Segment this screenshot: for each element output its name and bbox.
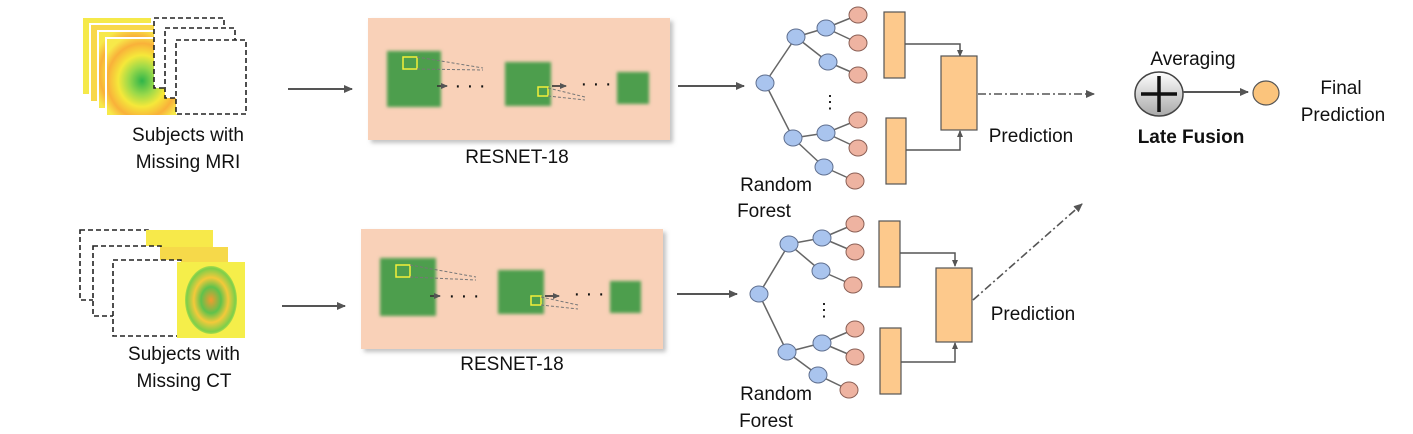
- late-fusion: Averaging Late Fusion Final Prediction: [1134, 49, 1386, 148]
- forest-label-line2: Forest: [739, 411, 794, 432]
- tree-nodes: [749, 229, 832, 384]
- tree-node: [814, 158, 834, 176]
- tree-leaf: [845, 348, 865, 366]
- vertical-ellipsis: ⋮: [821, 92, 839, 112]
- prediction-arrow: [972, 203, 1083, 301]
- tree-leaf: [848, 6, 868, 24]
- ellipsis: · · ·: [454, 75, 485, 97]
- tree-leaves: [845, 6, 868, 190]
- tree-node: [808, 366, 828, 384]
- tree-node: [816, 19, 836, 37]
- tree-leaf: [848, 139, 868, 157]
- feature-map: [505, 62, 551, 106]
- tree-node: [818, 53, 838, 71]
- brain-scan: [185, 266, 237, 334]
- late-fusion-title: Late Fusion: [1138, 127, 1245, 148]
- tree-leaf: [845, 243, 865, 261]
- input-label-line2: Missing MRI: [136, 152, 241, 173]
- feature-map: [610, 281, 641, 313]
- tree-output-box: [885, 117, 907, 185]
- tree-leaf: [848, 111, 868, 129]
- tree-node: [777, 343, 797, 361]
- input-slice: [146, 230, 213, 248]
- kernel-window: [395, 264, 411, 278]
- missing-slice: [175, 39, 247, 115]
- forest-label-line1: Random: [740, 175, 812, 196]
- tree-node: [811, 262, 831, 280]
- ellipsis: · · ·: [448, 285, 479, 307]
- tree-node: [749, 285, 769, 303]
- tree-node: [812, 334, 832, 352]
- tree-leaf: [845, 320, 865, 338]
- feature-map: [380, 258, 436, 316]
- plus-icon: [1134, 71, 1184, 117]
- final-prediction-line1: Final: [1320, 78, 1361, 99]
- bottom-branch: Subjects with Missing CT · · · · · · RES…: [79, 203, 1083, 432]
- tree-output-box: [879, 327, 902, 395]
- vertical-ellipsis: ⋮: [815, 300, 833, 320]
- tree-node: [779, 235, 799, 253]
- missing-slice: [112, 259, 182, 337]
- tree-leaf: [848, 66, 868, 84]
- kernel-window: [530, 295, 542, 306]
- input-label-line1: Subjects with: [128, 344, 240, 365]
- resnet-panel: · · · · · ·: [368, 18, 670, 140]
- ellipsis: · · ·: [580, 73, 611, 95]
- random-forest-tree: [758, 223, 856, 391]
- tree-output-box: [878, 220, 901, 288]
- feature-map: [387, 51, 441, 107]
- cnn-label: RESNET-18: [465, 147, 568, 168]
- tree-leaves: [839, 215, 865, 399]
- forest-label-line2: Forest: [737, 201, 792, 222]
- mri-missing-image-stack: [83, 17, 247, 117]
- aggregate-box: [935, 267, 973, 343]
- prediction-label: Prediction: [991, 304, 1076, 325]
- final-prediction-line2: Prediction: [1301, 105, 1386, 126]
- tree-nodes: [755, 19, 838, 176]
- tree-node: [812, 229, 832, 247]
- cnn-label: RESNET-18: [460, 354, 563, 375]
- tree-leaf: [845, 215, 865, 233]
- feature-map: [498, 270, 544, 314]
- tree-leaf: [848, 34, 868, 52]
- tree-node: [786, 28, 806, 46]
- kernel-window: [402, 56, 418, 70]
- final-prediction-node: [1252, 80, 1280, 106]
- kernel-window: [537, 86, 549, 97]
- tree-leaf: [839, 381, 859, 399]
- input-label-line2: Missing CT: [136, 371, 231, 392]
- tree-leaf: [845, 172, 865, 190]
- aggregate-box: [940, 55, 978, 131]
- tree-leaf: [843, 276, 863, 294]
- input-label-line1: Subjects with: [132, 125, 244, 146]
- averaging-label: Averaging: [1150, 49, 1235, 70]
- top-branch: Subjects with Missing MRI · · · · · · RE…: [83, 6, 1095, 222]
- tree-node: [783, 129, 803, 147]
- ct-missing-image-stack: [79, 229, 245, 338]
- random-forest-tree: [764, 14, 859, 182]
- prediction-label: Prediction: [989, 126, 1074, 147]
- resnet-panel: · · · · · ·: [361, 229, 663, 349]
- forest-label-line1: Random: [740, 384, 812, 405]
- tree-output-box: [883, 11, 906, 79]
- tree-node: [755, 74, 775, 92]
- tree-node: [816, 124, 836, 142]
- ellipsis: · · ·: [573, 283, 604, 305]
- feature-map: [617, 72, 649, 104]
